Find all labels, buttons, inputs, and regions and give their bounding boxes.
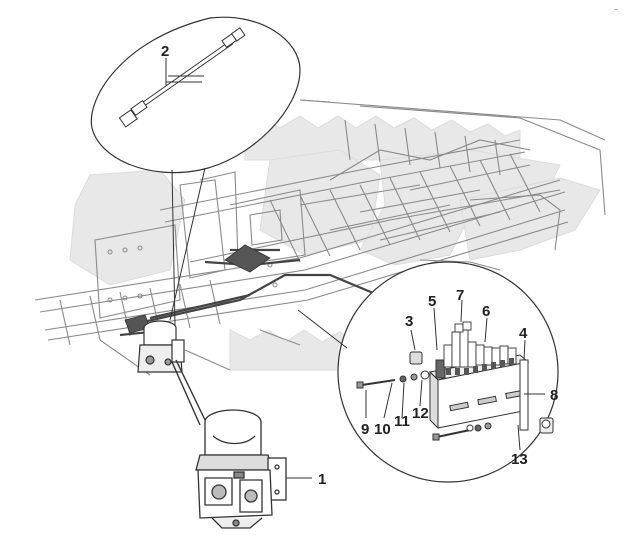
callout-3: 3 [405, 313, 413, 330]
callout-4: 4 [519, 325, 528, 342]
callout-labels: 1 2 3 4 5 6 7 8 9 10 11 12 13 ~ [161, 7, 618, 488]
corner-mark: ~ [614, 7, 618, 14]
leader-lines [365, 299, 545, 451]
distributor-cylinders [443, 321, 517, 368]
callout-1: 1 [318, 471, 326, 488]
callout-6: 6 [482, 303, 490, 320]
callout-7: 7 [456, 287, 464, 304]
pump-connector-line [171, 359, 207, 426]
distributor-outlets [446, 358, 514, 375]
small-parts [356, 351, 554, 441]
hose-part [118, 27, 246, 128]
hose-detail-callout [90, 16, 301, 326]
callout-9: 9 [361, 421, 369, 438]
callout-5: 5 [428, 293, 436, 310]
callout-2: 2 [161, 43, 169, 60]
callout-8: 8 [550, 387, 558, 404]
pump-on-frame [137, 320, 185, 373]
callout-12: 12 [412, 405, 429, 422]
callout-13: 13 [511, 451, 528, 468]
callout-10: 10 [374, 421, 391, 438]
pump-main [195, 409, 287, 529]
callout-11: 11 [394, 413, 410, 430]
